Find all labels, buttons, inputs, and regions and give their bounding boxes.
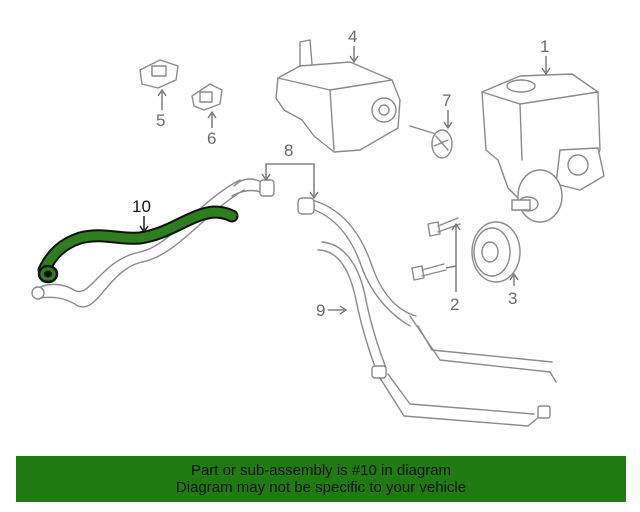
bolts[interactable] (411, 217, 461, 281)
callout-10: 10 (132, 197, 151, 216)
callout-2: 2 (450, 295, 459, 314)
callout-6: 6 (207, 129, 216, 148)
callout-3: 3 (508, 289, 517, 308)
clip-part-5[interactable] (139, 59, 179, 89)
pulley[interactable] (471, 221, 521, 283)
highlighted-hose-part-10[interactable] (37, 205, 239, 284)
return-line[interactable] (317, 241, 551, 427)
pressure-hose-assembly[interactable] (231, 178, 557, 383)
banner-line-1: Part or sub-assembly is #10 in diagram (190, 462, 452, 479)
callout-4: 4 (348, 27, 357, 46)
callout-5: 5 (156, 111, 165, 130)
reservoir-cap[interactable] (409, 125, 453, 159)
notice-banner: Part or sub-assembly is #10 in diagram D… (16, 456, 626, 502)
callout-9: 9 (316, 301, 325, 320)
callout-7: 7 (442, 91, 451, 110)
fluid-reservoir[interactable] (275, 39, 401, 153)
banner-line-2: Diagram may not be specific to your vehi… (175, 479, 467, 496)
power-steering-pump[interactable] (481, 73, 605, 223)
callout-8: 8 (284, 141, 293, 160)
callout-1: 1 (540, 37, 549, 56)
clip-part-6[interactable] (191, 83, 223, 111)
